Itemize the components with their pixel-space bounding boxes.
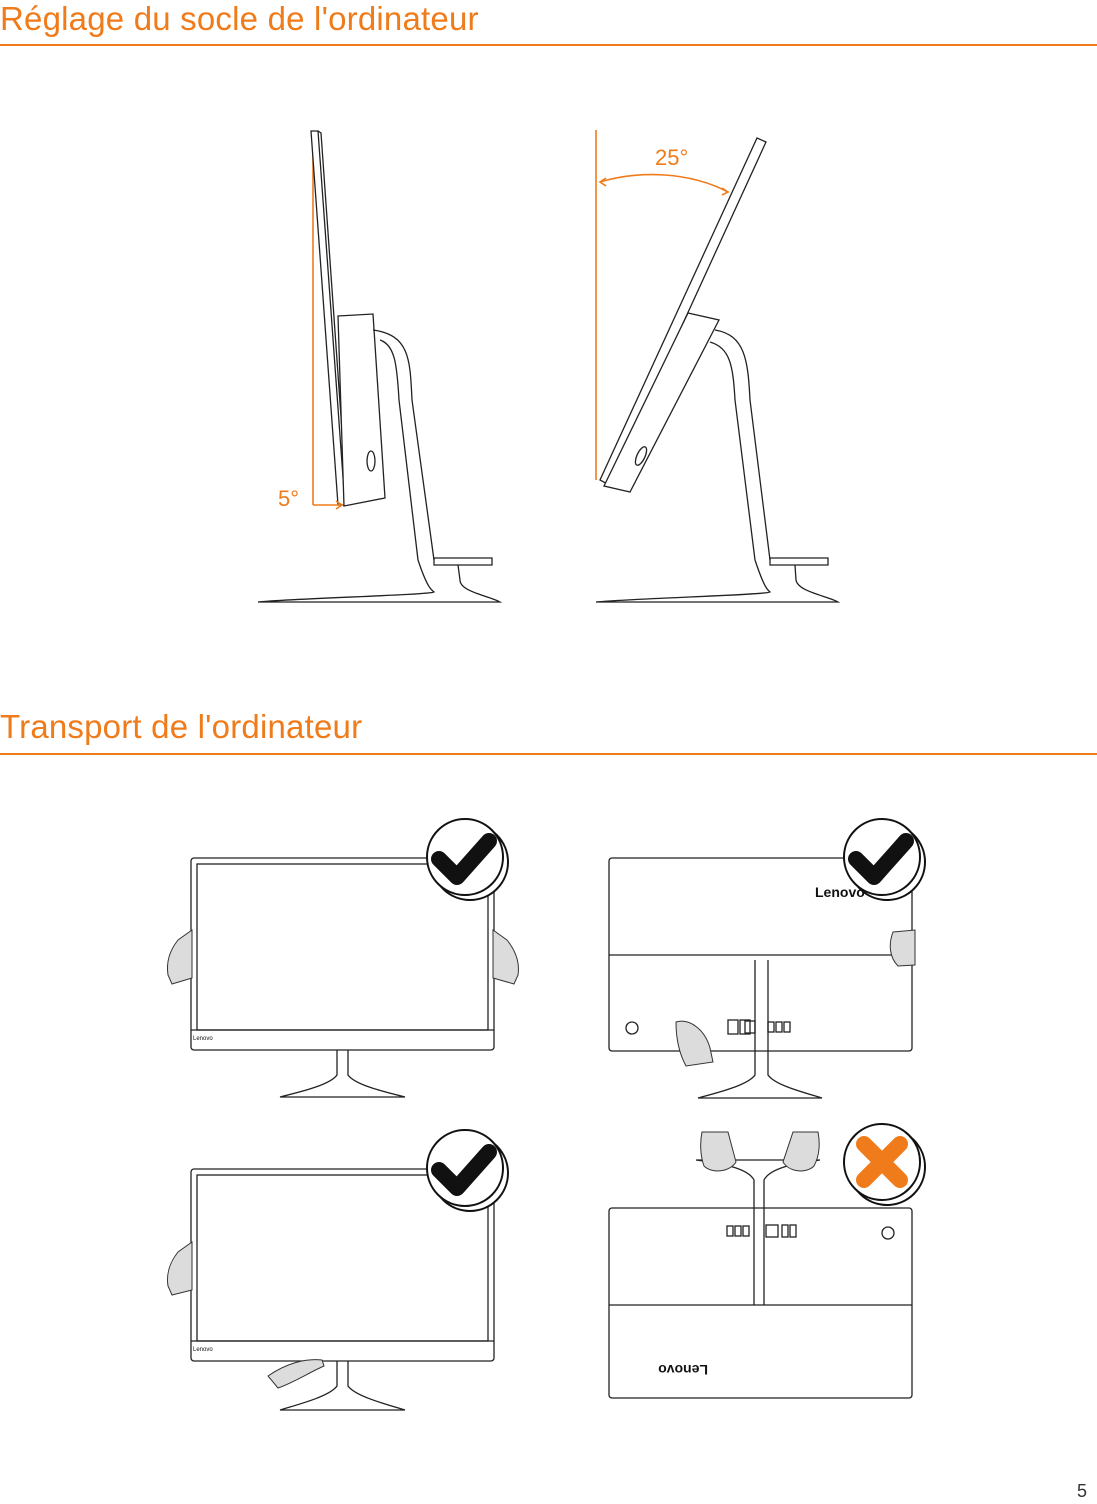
hinge-block: [603, 312, 720, 493]
hand-bottom: [267, 1359, 325, 1389]
section-divider: [0, 44, 1097, 46]
hand-right: [889, 929, 916, 967]
section-title-transport: Transport de l'ordinateur: [0, 708, 363, 745]
hand-left: [167, 1241, 193, 1296]
brand-logo: Lenovo: [815, 884, 865, 900]
transport-front-two-hands: Lenovo: [167, 819, 519, 1098]
hand-right: [782, 1131, 820, 1172]
stand-arm: [372, 329, 435, 561]
hand-left: [700, 1131, 737, 1172]
stand-arm: [714, 329, 771, 561]
transport-back-holding-stand: Lenovo: [608, 1124, 925, 1399]
hinge-block: [337, 313, 386, 507]
cross-icon: [844, 1124, 925, 1205]
side-view-5-degree: 5°: [257, 130, 503, 603]
section-divider: [0, 753, 1097, 755]
angle-label-max: 25°: [655, 145, 688, 170]
page-number: 5: [1076, 1481, 1087, 1501]
angle-label-min: 5°: [278, 486, 299, 511]
transport-back-hand-under: Lenovo: [608, 819, 925, 1099]
side-view-25-degree: 25°: [595, 130, 841, 603]
brand-logo-small: Lenovo: [193, 1036, 213, 1042]
brand-logo-upside-down: Lenovo: [658, 1362, 708, 1378]
section-title-stand-adjustment: Réglage du socle de l'ordinateur: [0, 0, 479, 37]
monitor-back: [608, 1207, 913, 1399]
hand-left: [167, 929, 193, 985]
brand-logo-small: Lenovo: [193, 1347, 213, 1353]
hand-right: [492, 929, 519, 985]
transport-front-side-and-bottom: Lenovo: [167, 1130, 508, 1411]
stand-base: [595, 559, 841, 603]
stand-base: [257, 559, 503, 603]
screen-panel: [599, 137, 767, 486]
hand-bottom: [675, 1020, 714, 1067]
